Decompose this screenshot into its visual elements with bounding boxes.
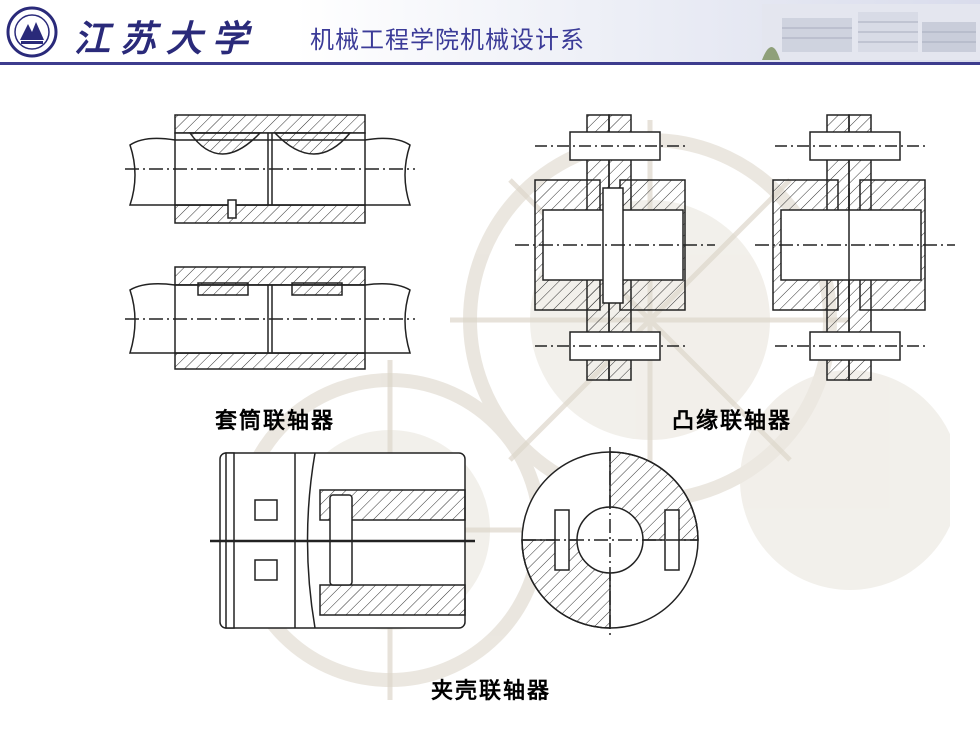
clamp-coupling-drawing <box>210 447 699 635</box>
department-title: 机械工程学院机械设计系 <box>310 26 585 54</box>
header-divider <box>0 62 980 65</box>
campus-photo-icon <box>762 4 980 60</box>
flange-coupling-drawing <box>515 114 955 381</box>
university-name: 江苏大学 <box>74 18 259 60</box>
university-logo-icon <box>6 6 58 58</box>
sleeve-coupling-drawing <box>125 114 415 370</box>
slide-header: 江苏大学 机械工程学院机械设计系 <box>0 0 980 65</box>
clamp-coupling-caption: 夹壳联轴器 <box>431 678 552 704</box>
sleeve-coupling-caption: 套筒联轴器 <box>215 408 336 434</box>
flange-coupling-caption: 凸缘联轴器 <box>672 408 793 434</box>
